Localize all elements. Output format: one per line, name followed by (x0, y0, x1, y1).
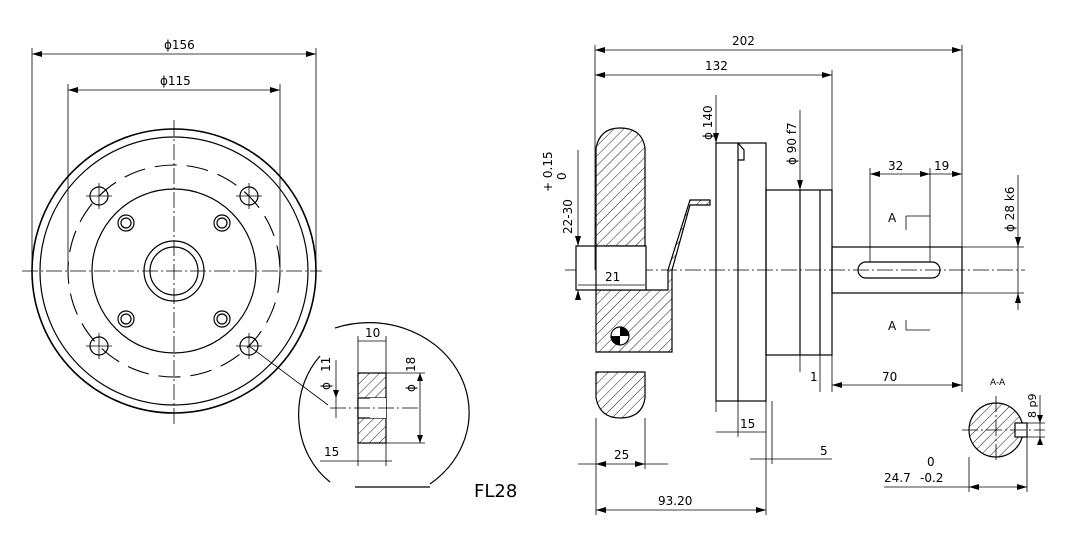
dim-detail-10: 10 (365, 326, 380, 340)
dim-key-depth: 24.7 (884, 471, 911, 485)
tol-lower: 0 (555, 172, 569, 180)
bore-outer-circle (143, 240, 205, 302)
dim-detail-18: 18 (404, 357, 418, 372)
dim-93-20: 93.20 (658, 494, 692, 508)
dim-detail-dia-label-2: ϕ (404, 384, 418, 392)
dim-key-width: 8 p9 (1026, 394, 1039, 418)
section-a-a: A-A 8 p9 24.7 0 -0.2 (884, 378, 1045, 492)
bore-circle (149, 246, 199, 296)
dim-detail-dia-label: ϕ (319, 382, 333, 390)
dim-32: 32 (888, 159, 903, 173)
dim-key-tol-lower: -0.2 (920, 471, 943, 485)
dim-key-tol-upper: 0 (927, 455, 935, 469)
dim-detail-15: 15 (324, 445, 339, 459)
center-mark-symbol (610, 326, 630, 346)
key-slot (857, 261, 941, 279)
dim-25: 25 (614, 448, 629, 462)
hub-circle (91, 188, 257, 354)
dim-bore-range: 22-30 (561, 199, 575, 234)
detail-boundary-left (298, 355, 331, 483)
dim-dia-156: ϕ156 (164, 38, 195, 52)
adapter-body (765, 189, 833, 356)
dim-1: 1 (810, 370, 818, 384)
model-label: FL28 (474, 481, 517, 502)
dim-dia-90: ϕ 90 f7 (785, 122, 799, 165)
dim-detail-11: 11 (319, 357, 333, 372)
front-view: ϕ156 ϕ115 (22, 38, 329, 425)
dim-70: 70 (882, 370, 897, 384)
side-view: A A 202 132 ϕ 140 ϕ 90 f7 + 0.15 (541, 34, 1025, 515)
tol-upper: + 0.15 (541, 151, 555, 192)
dim-5: 5 (820, 444, 828, 458)
dim-19: 19 (934, 159, 949, 173)
hub-top-section (595, 127, 646, 247)
dim-202: 202 (732, 34, 755, 48)
dim-flange-15: 15 (740, 417, 755, 431)
detail-view: 10 ϕ 11 ϕ 18 15 (298, 322, 470, 488)
dim-132: 132 (705, 59, 728, 73)
flange-plate (715, 142, 767, 402)
dim-dia-140: ϕ 140 (701, 105, 715, 140)
hub-bottom-section (595, 371, 646, 419)
dim-dia-28: ϕ 28 k6 (1003, 187, 1017, 232)
section-mark-top: A (888, 211, 897, 225)
dim-21: 21 (605, 270, 620, 284)
dim-dia-115: ϕ115 (160, 74, 191, 88)
detail-boundary-right (334, 322, 470, 485)
section-mark-bottom: A (888, 319, 897, 333)
output-shaft (831, 246, 963, 294)
hub-body-section (595, 199, 711, 353)
section-title: A-A (990, 378, 1006, 388)
flange-inner-circle (39, 136, 309, 406)
inner-holes (117, 214, 231, 328)
